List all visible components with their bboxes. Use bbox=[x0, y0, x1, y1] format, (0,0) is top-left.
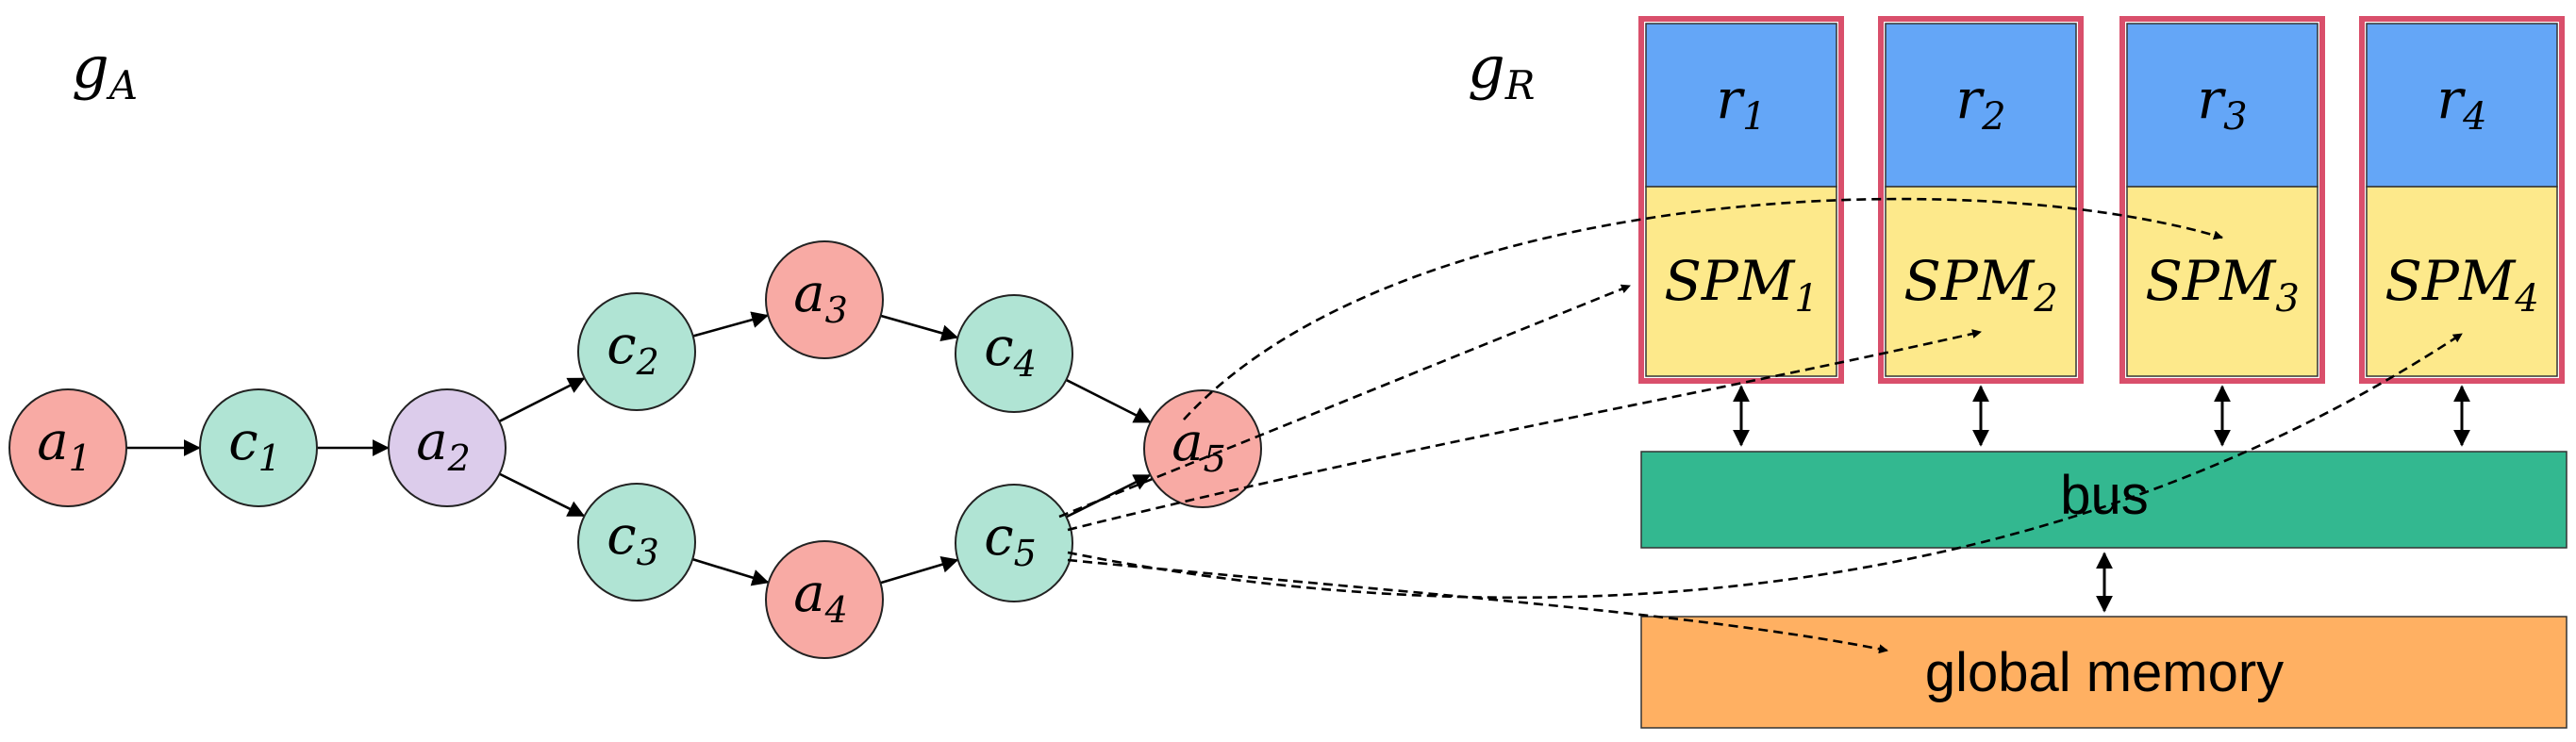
processor-core bbox=[1645, 23, 1837, 188]
node-label: a2 bbox=[416, 411, 471, 479]
processor-core bbox=[1885, 23, 2077, 188]
node-circle bbox=[765, 540, 884, 659]
node-circle bbox=[8, 388, 127, 507]
mapping-c5-to-spm2 bbox=[1067, 329, 1982, 532]
node-circle bbox=[955, 484, 1073, 602]
scratchpad-memory bbox=[2126, 186, 2318, 377]
edge-c4-a5 bbox=[1065, 378, 1152, 423]
application-graph-nodes: a1 c1 a2 c2 c3 a3 a4 c4 c5 a5 bbox=[8, 240, 1262, 659]
mapping-c5-to-spm4 bbox=[1067, 332, 2463, 600]
mapping-arrows bbox=[1058, 197, 2463, 654]
node-c4: c4 bbox=[955, 294, 1073, 413]
edge-a4-c5 bbox=[880, 556, 959, 585]
edge-a2-c3 bbox=[498, 472, 586, 518]
node-label: a4 bbox=[793, 563, 848, 631]
processor-label: r4 bbox=[2436, 67, 2486, 139]
application-graph-label: gA bbox=[72, 33, 138, 108]
node-c2: c2 bbox=[577, 292, 696, 411]
node-a1: a1 bbox=[8, 388, 127, 507]
node-label: c2 bbox=[607, 315, 659, 383]
resource-graph-label: gR bbox=[1468, 33, 1535, 108]
edge-a3-c4 bbox=[880, 314, 959, 342]
node-circle bbox=[955, 294, 1073, 413]
spm-label: SPM4 bbox=[2385, 249, 2539, 321]
processor-label: r3 bbox=[2197, 67, 2247, 139]
processor-label: r1 bbox=[1716, 67, 1766, 139]
edge-c2-a3 bbox=[692, 311, 770, 338]
edge-c3-a4 bbox=[691, 557, 770, 586]
node-circle bbox=[577, 292, 696, 411]
processor-tile-r4: r4 SPM4 bbox=[2359, 16, 2565, 384]
processor-tile-r3: r3 SPM3 bbox=[2119, 16, 2325, 384]
application-graph-edges bbox=[126, 311, 1152, 586]
global-memory-label: global memory bbox=[1925, 642, 2284, 703]
node-label: c3 bbox=[607, 505, 659, 573]
processor-frame bbox=[1638, 16, 1844, 384]
node-a5: a5 bbox=[1143, 389, 1262, 508]
node-c5: c5 bbox=[955, 484, 1073, 602]
node-a3: a3 bbox=[765, 240, 884, 359]
node-a2: a2 bbox=[388, 388, 507, 507]
node-c3: c3 bbox=[577, 483, 696, 602]
processor-core bbox=[2366, 23, 2558, 188]
node-label: c5 bbox=[984, 506, 1037, 574]
edge-a2-c2 bbox=[498, 377, 586, 423]
node-label: a1 bbox=[37, 411, 91, 479]
mapping-c5-to-spm1 bbox=[1058, 284, 1631, 519]
node-label: c4 bbox=[984, 317, 1037, 385]
processor-core bbox=[2126, 23, 2318, 188]
node-c1: c1 bbox=[199, 388, 318, 507]
spm-label: SPM1 bbox=[1664, 249, 1819, 321]
processor-label: r2 bbox=[1955, 67, 2005, 139]
node-label: a5 bbox=[1172, 412, 1226, 480]
scratchpad-memory bbox=[2366, 186, 2558, 377]
processor-frame bbox=[2359, 16, 2565, 384]
processor-frame bbox=[2119, 16, 2325, 384]
spm-label: SPM2 bbox=[1903, 249, 2058, 321]
bus-block bbox=[1640, 451, 2568, 549]
node-circle bbox=[577, 483, 696, 602]
mapping-c5-to-global-memory bbox=[1067, 558, 1888, 654]
processor-tile-r1: r1 SPM1 bbox=[1638, 16, 1844, 384]
processor-tile-r2: r2 SPM2 bbox=[1878, 16, 2084, 384]
node-a4: a4 bbox=[765, 540, 884, 659]
node-circle bbox=[388, 388, 507, 507]
spm-label: SPM3 bbox=[2145, 249, 2300, 321]
node-label: a3 bbox=[793, 263, 848, 331]
node-circle bbox=[1143, 389, 1262, 508]
scratchpad-memory bbox=[1645, 186, 1837, 377]
mapping-a5-to-spm3 bbox=[1183, 197, 2223, 420]
scratchpad-memory bbox=[1885, 186, 2077, 377]
node-label: c1 bbox=[228, 411, 281, 479]
interconnect-links bbox=[1733, 385, 2470, 613]
node-circle bbox=[765, 240, 884, 359]
node-circle bbox=[199, 388, 318, 507]
